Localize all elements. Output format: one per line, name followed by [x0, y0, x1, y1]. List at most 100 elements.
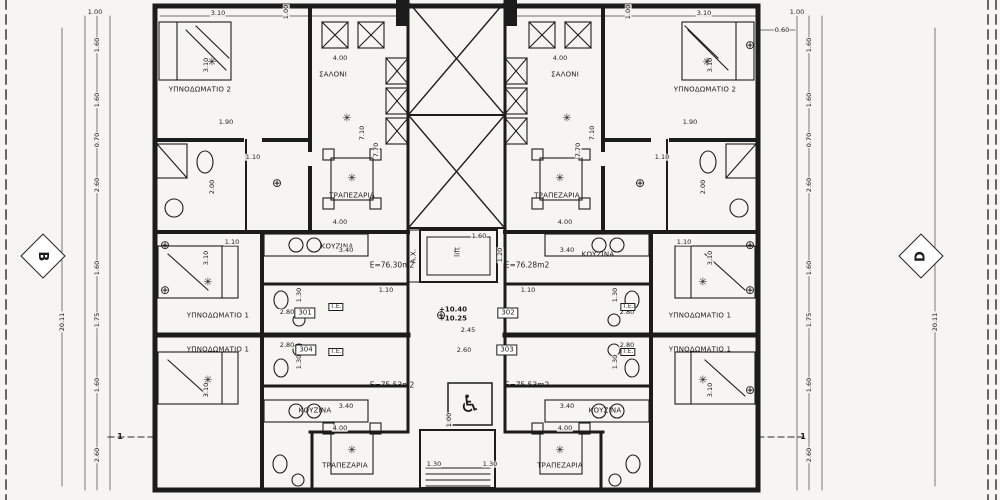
water-heater-label: Τ.Ε. — [620, 348, 636, 356]
dimension-label: 2.45 — [459, 325, 477, 334]
elevation-label: +10.25 — [438, 314, 468, 323]
column-marker-icon: ⊕ — [634, 176, 646, 190]
water-heater-label: Τ.Ε. — [620, 303, 636, 311]
room-label: ΣΑΛΟΝΙ — [318, 70, 348, 79]
dimension-label: 1.30 — [425, 459, 443, 468]
dimension-label: 1.90 — [681, 117, 699, 126]
dimension-label: 1.60 — [92, 91, 101, 109]
area-label: E=76.30m2 — [369, 260, 415, 270]
dimension-label: 1.10 — [675, 237, 693, 246]
room-label: ΥΠΝΟΔΩΜΑΤΙΟ 2 — [168, 85, 232, 94]
room-label: ΤΡΑΠΕΖΑΡΙΑ — [534, 191, 580, 200]
dimension-label: 1.30 — [610, 286, 619, 304]
room-label: ΣΑΛΟΝΙ — [550, 70, 580, 79]
dimension-label: 1.10 — [377, 285, 395, 294]
room-label: ΤΡΑΠΕΖΑΡΙΑ — [322, 461, 368, 470]
room-label: ΥΠΝΟΔΩΜΑΤΙΟ 1 — [186, 345, 250, 354]
dimension-label: 1.30 — [294, 286, 303, 304]
dimension-label: 1.60 — [92, 259, 101, 277]
unit-number-badge: 301 — [294, 307, 316, 319]
section-cut-marker: 1 — [800, 432, 806, 441]
dimension-label: 1.00 — [281, 3, 290, 21]
dimension-label: 1.00 — [623, 3, 632, 21]
column-marker-icon: ⊕ — [744, 383, 756, 397]
dimension-label: 4.00 — [331, 217, 349, 226]
dimension-label: 1.30 — [610, 353, 619, 371]
dimension-label: 1.75 — [804, 311, 813, 329]
dimension-label: 2.60 — [804, 446, 813, 464]
dimension-label: 7.10 — [587, 124, 596, 142]
elevation-label: +10.40 — [438, 305, 468, 314]
room-label: ΤΡΑΠΕΖΑΡΙΑ — [329, 191, 375, 200]
dimension-label: 3.10 — [201, 249, 210, 267]
room-label: ΥΠΝΟΔΩΜΑΤΙΟ 1 — [668, 311, 732, 320]
unit-number-badge: 303 — [496, 344, 518, 356]
plant-icon: ✳ — [702, 55, 712, 69]
building-outline — [152, 3, 761, 493]
dimension-label: 4.00 — [551, 53, 569, 62]
plant-icon: ✳ — [698, 275, 708, 289]
unit-number-badge: 304 — [295, 344, 317, 356]
section-marker-d-letter: D — [913, 250, 929, 262]
dimension-label: 1.00 — [788, 7, 806, 16]
dimension-label: 1.60 — [804, 259, 813, 277]
dimension-label: 1.60 — [92, 36, 101, 54]
dimension-label: 4.00 — [556, 217, 574, 226]
dimension-label: 1.60 — [470, 231, 488, 240]
room-label: ΥΠΝΟΔΩΜΑΤΙΟ 2 — [673, 85, 737, 94]
dimension-label: 2.80 — [278, 340, 296, 349]
dimension-label: 1.30 — [481, 459, 499, 468]
dimension-label: 2.80 — [618, 340, 636, 349]
column-marker-icon: ⊕ — [271, 176, 283, 190]
dimension-label: 1.90 — [217, 117, 235, 126]
dimension-label: 3.10 — [705, 249, 714, 267]
unit-number-badge: 302 — [497, 307, 519, 319]
dimension-label: 7.10 — [357, 124, 366, 142]
column-marker-icon: ⊕ — [159, 238, 171, 252]
column-marker-icon: ⊕ — [159, 283, 171, 297]
dimension-label: 2.00 — [698, 178, 707, 196]
dimension-label: 2.00 — [207, 178, 216, 196]
room-label: ΚΟΥΖΙΝΑ — [298, 406, 332, 415]
dimension-label: 1.00 — [86, 7, 104, 16]
section-cut-marker: 1 — [117, 432, 123, 441]
dimension-label: 3.10 — [209, 8, 227, 17]
dimension-label: 20.11 — [930, 311, 939, 333]
dimension-label: 2.60 — [455, 345, 473, 354]
dimension-label: 3.40 — [558, 245, 576, 254]
room-label: lift — [453, 247, 462, 257]
entry-steps — [419, 382, 496, 489]
dimension-label: 4.00 — [556, 423, 574, 432]
plant-icon: ✳ — [562, 111, 572, 125]
dimension-label: 0.60 — [773, 25, 791, 34]
plant-icon: ✳ — [347, 171, 357, 185]
dimension-label: 3.40 — [337, 401, 355, 410]
dimension-label: 1.10 — [519, 285, 537, 294]
dimension-label: 2.80 — [278, 307, 296, 316]
dimension-label: 3.10 — [705, 381, 714, 399]
plant-icon: ✳ — [207, 55, 217, 69]
dimension-label: 1.10 — [653, 152, 671, 161]
dimension-label: 7.70 — [573, 141, 582, 159]
room-label: ΚΟΥΖΙΝΑ — [321, 243, 354, 251]
room-label: ΤΡΑΠΕΖΑΡΙΑ — [537, 461, 583, 470]
column-marker-icon: ⊕ — [744, 38, 756, 52]
plant-icon: ✳ — [698, 373, 708, 387]
dimension-label: 4.00 — [331, 423, 349, 432]
dimension-label: 1.10 — [223, 237, 241, 246]
dimension-label: 3.10 — [695, 8, 713, 17]
dimension-label: 0.70 — [92, 131, 101, 149]
dimension-label: 2.60 — [92, 176, 101, 194]
plant-icon: ✳ — [342, 111, 352, 125]
dimension-label: 1.60 — [804, 91, 813, 109]
area-label: E=75.53m2 — [504, 380, 550, 390]
dimension-label: 1.20 — [495, 246, 504, 264]
plant-icon: ✳ — [203, 275, 213, 289]
dimension-label: 1.60 — [804, 376, 813, 394]
wheelchair-icon: ♿ — [459, 390, 481, 418]
dimension-label: 3.40 — [337, 245, 355, 254]
column-marker-icon: ⊕ — [744, 238, 756, 252]
plant-icon: ✳ — [555, 171, 565, 185]
